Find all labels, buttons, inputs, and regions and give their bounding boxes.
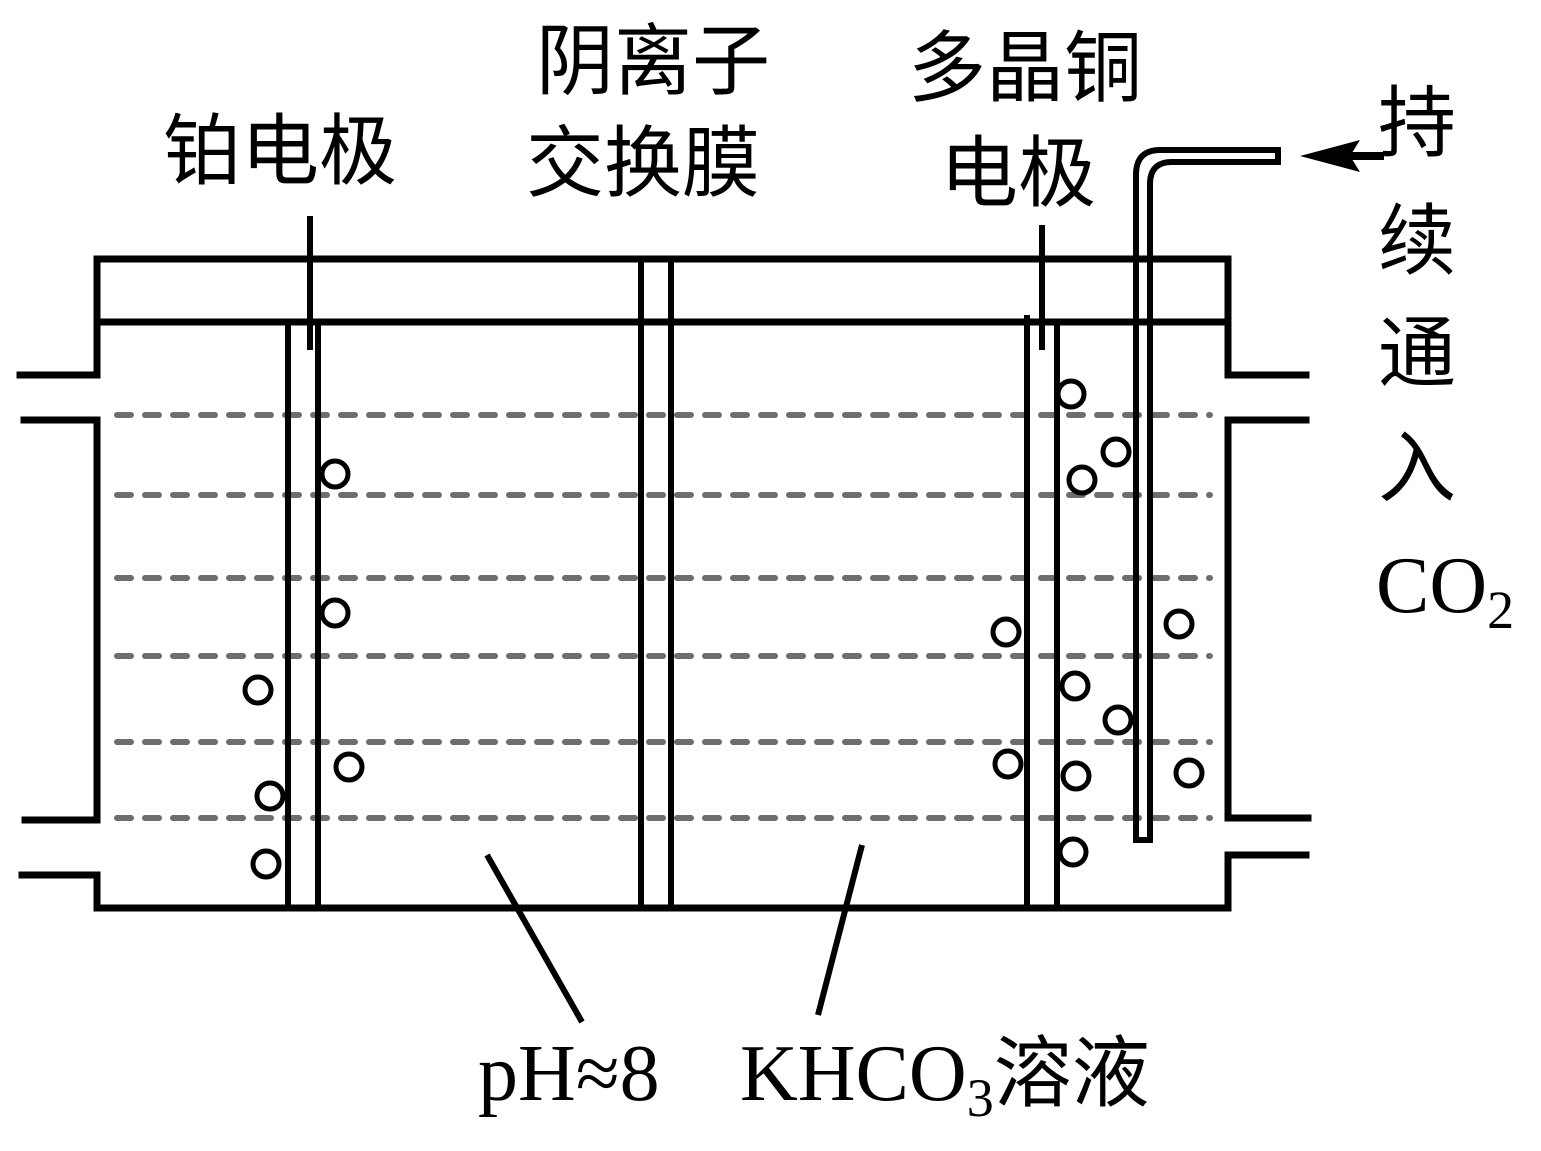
platinum-electrode-label: 铂电极 — [163, 107, 397, 197]
electrolyte-liquid-lines — [114, 412, 1213, 821]
cell-body — [16, 318, 1312, 912]
gas-bubble — [1060, 760, 1092, 792]
co2-formula-subscript: 2 — [1487, 580, 1514, 640]
gas-bubble — [1163, 608, 1195, 640]
membrane-label-line2: 交换膜 — [526, 119, 760, 209]
electrolyte-label: KHCO3溶液 — [740, 1029, 1150, 1128]
gas-bubble — [1066, 464, 1098, 496]
gas-bubble — [1057, 836, 1089, 868]
copper-electrode-label-line1: 多晶铜 — [908, 24, 1142, 114]
co2-formula-main: CO — [1376, 542, 1487, 630]
copper-electrode-label-line2: 电极 — [940, 129, 1096, 219]
gas-bubble — [1102, 704, 1134, 736]
anion-exchange-membrane — [638, 259, 674, 908]
gas-bubble — [990, 616, 1022, 648]
electrolyte-formula-subscript: 3 — [967, 1068, 994, 1128]
ph-label-leader — [484, 853, 585, 1024]
gas-inlet-char-2: 续 — [1378, 197, 1456, 287]
gas-bubble — [1173, 757, 1205, 789]
gas-bubble — [319, 458, 351, 490]
gas-bubble — [319, 597, 351, 629]
gas-bubble — [992, 748, 1024, 780]
gas-bubble — [1055, 378, 1087, 410]
electrolyte-label-leader — [815, 844, 865, 1016]
gas-bubble — [1100, 436, 1132, 468]
gas-inlet-char-1: 持 — [1378, 79, 1456, 169]
electrolyte-formula-main: KHCO — [740, 1030, 967, 1118]
co2-inlet-tube — [1133, 147, 1281, 843]
copper-electrode — [1024, 225, 1060, 908]
gas-bubble — [333, 751, 365, 783]
platinum-electrode — [285, 216, 321, 908]
electrolyte-suffix: 溶液 — [994, 1029, 1150, 1119]
gas-bubble — [250, 848, 282, 880]
gas-flow-arrow-icon — [1300, 140, 1384, 172]
ph-label: pH≈8 — [478, 1030, 660, 1118]
membrane-label-line1: 阴离子 — [536, 17, 770, 107]
gas-bubble — [242, 674, 274, 706]
cell-lid — [93, 255, 1232, 326]
gas-bubble — [254, 780, 286, 812]
gas-bubble — [1059, 670, 1091, 702]
gas-inlet-char-3: 通 — [1378, 309, 1456, 399]
gas-inlet-char-4: 入 — [1378, 424, 1456, 514]
co2-formula: CO2 — [1376, 542, 1514, 640]
gas-bubbles — [242, 378, 1205, 880]
